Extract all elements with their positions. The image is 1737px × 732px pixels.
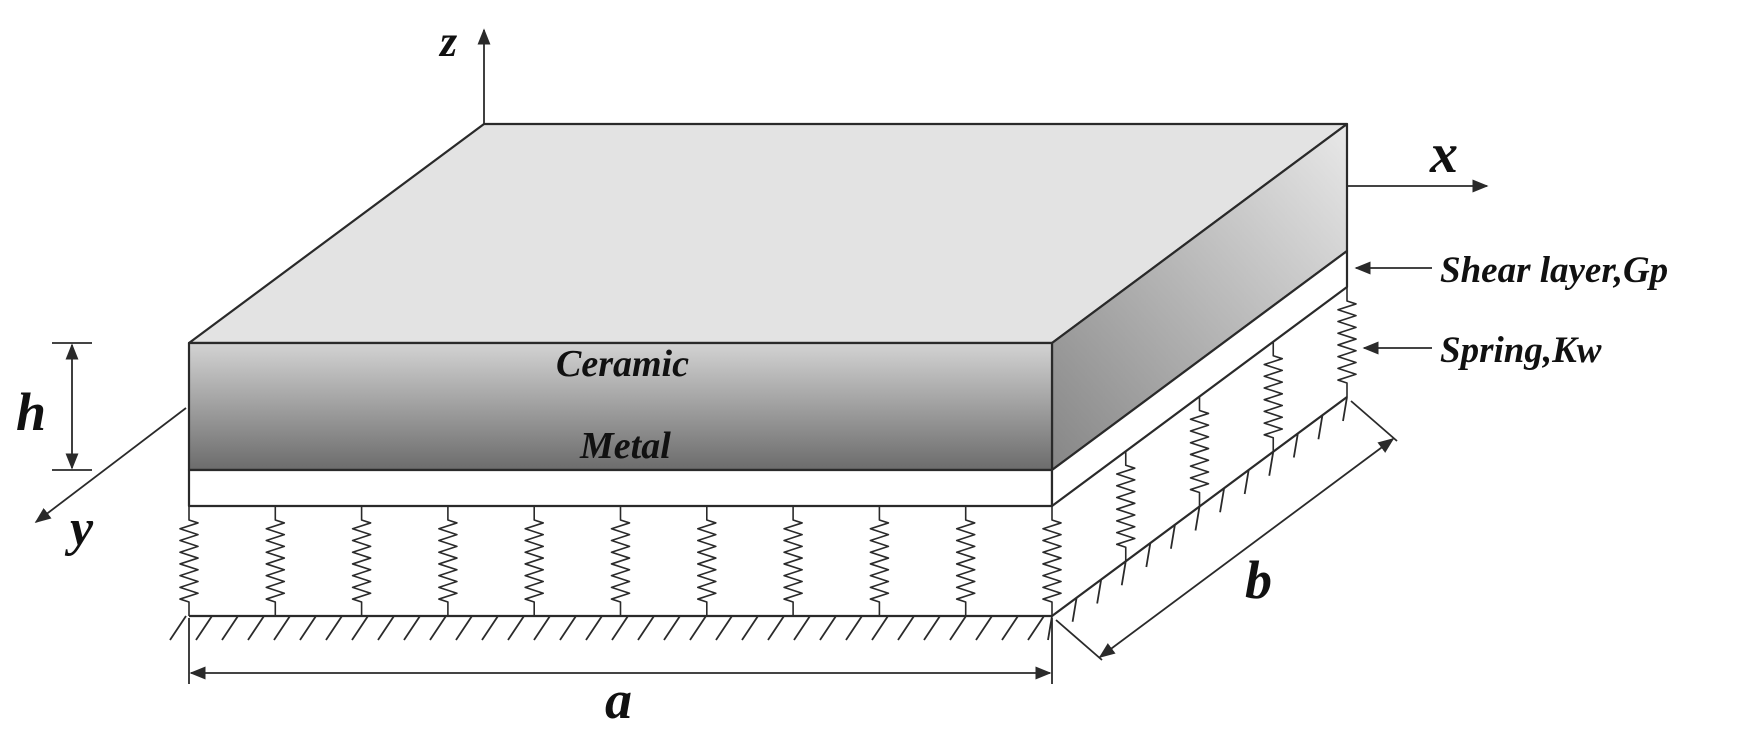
hatch-line [949, 615, 967, 641]
hatch-line [507, 615, 525, 641]
hatch-line [221, 615, 239, 641]
plate-front-face [187, 341, 1054, 472]
z-axis-label: z [438, 17, 457, 66]
hatch-line [1342, 396, 1348, 422]
spring [1337, 287, 1357, 397]
spring [1115, 451, 1136, 562]
hatch-line [611, 615, 629, 641]
hatch-line [923, 615, 941, 641]
hatch-line [637, 615, 655, 641]
spring [524, 506, 544, 616]
length-label: a [605, 670, 632, 730]
spring [265, 506, 286, 616]
spring [697, 506, 717, 616]
hatch-line [1027, 615, 1045, 641]
hatch-line [897, 615, 915, 641]
thickness-label: h [16, 382, 46, 442]
hatch-line [559, 615, 577, 641]
width-label: b [1245, 550, 1272, 610]
hatch-line [195, 615, 213, 641]
hatch-line [975, 615, 993, 641]
ceramic-layer-label: Ceramic [556, 343, 689, 385]
spring [179, 506, 199, 616]
hatch-line [325, 615, 343, 641]
spring [783, 506, 803, 616]
spring [955, 506, 976, 616]
y-axis-label: y [64, 500, 94, 557]
hatch-line [767, 615, 785, 641]
hatch-line [169, 615, 187, 641]
shear-layer-front [187, 468, 1054, 508]
front-ground-hatch [169, 615, 1045, 641]
hatch-line [871, 615, 889, 641]
spring [351, 506, 372, 616]
thickness-dimension [52, 342, 92, 471]
hatch-line [403, 615, 421, 641]
hatch-line [377, 615, 395, 641]
spring [1189, 396, 1210, 507]
hatch-line [1317, 415, 1324, 440]
hatch-line [273, 615, 291, 641]
hatch-line [793, 615, 811, 641]
spring [438, 506, 458, 616]
hatch-line [429, 615, 447, 641]
hatch-line [455, 615, 473, 641]
metal-layer-label: Metal [579, 425, 671, 467]
hatch-line [819, 615, 837, 641]
hatch-line [1071, 597, 1078, 622]
length-dimension [188, 618, 1053, 684]
spring [869, 506, 890, 616]
hatch-line [663, 615, 681, 641]
spring [1263, 341, 1284, 452]
hatch-line [585, 615, 603, 641]
hatch-line [845, 615, 863, 641]
shear-layer-label: Shear layer,Gp [1440, 250, 1668, 291]
hatch-line [533, 615, 551, 641]
hatch-line [299, 615, 317, 641]
hatch-line [247, 615, 265, 641]
spring [610, 506, 631, 616]
hatch-line [481, 615, 499, 641]
hatch-line [741, 615, 759, 641]
y-axis [34, 407, 187, 523]
hatch-line [689, 615, 707, 641]
spring-label: Spring,Kw [1440, 330, 1602, 371]
width-dimension [1055, 400, 1398, 661]
hatch-line [1001, 615, 1019, 641]
spring [1042, 506, 1062, 616]
x-axis-label: x [1429, 123, 1458, 185]
front-spring-row [179, 506, 1062, 616]
hatch-line [715, 615, 733, 641]
hatch-line [351, 615, 369, 641]
